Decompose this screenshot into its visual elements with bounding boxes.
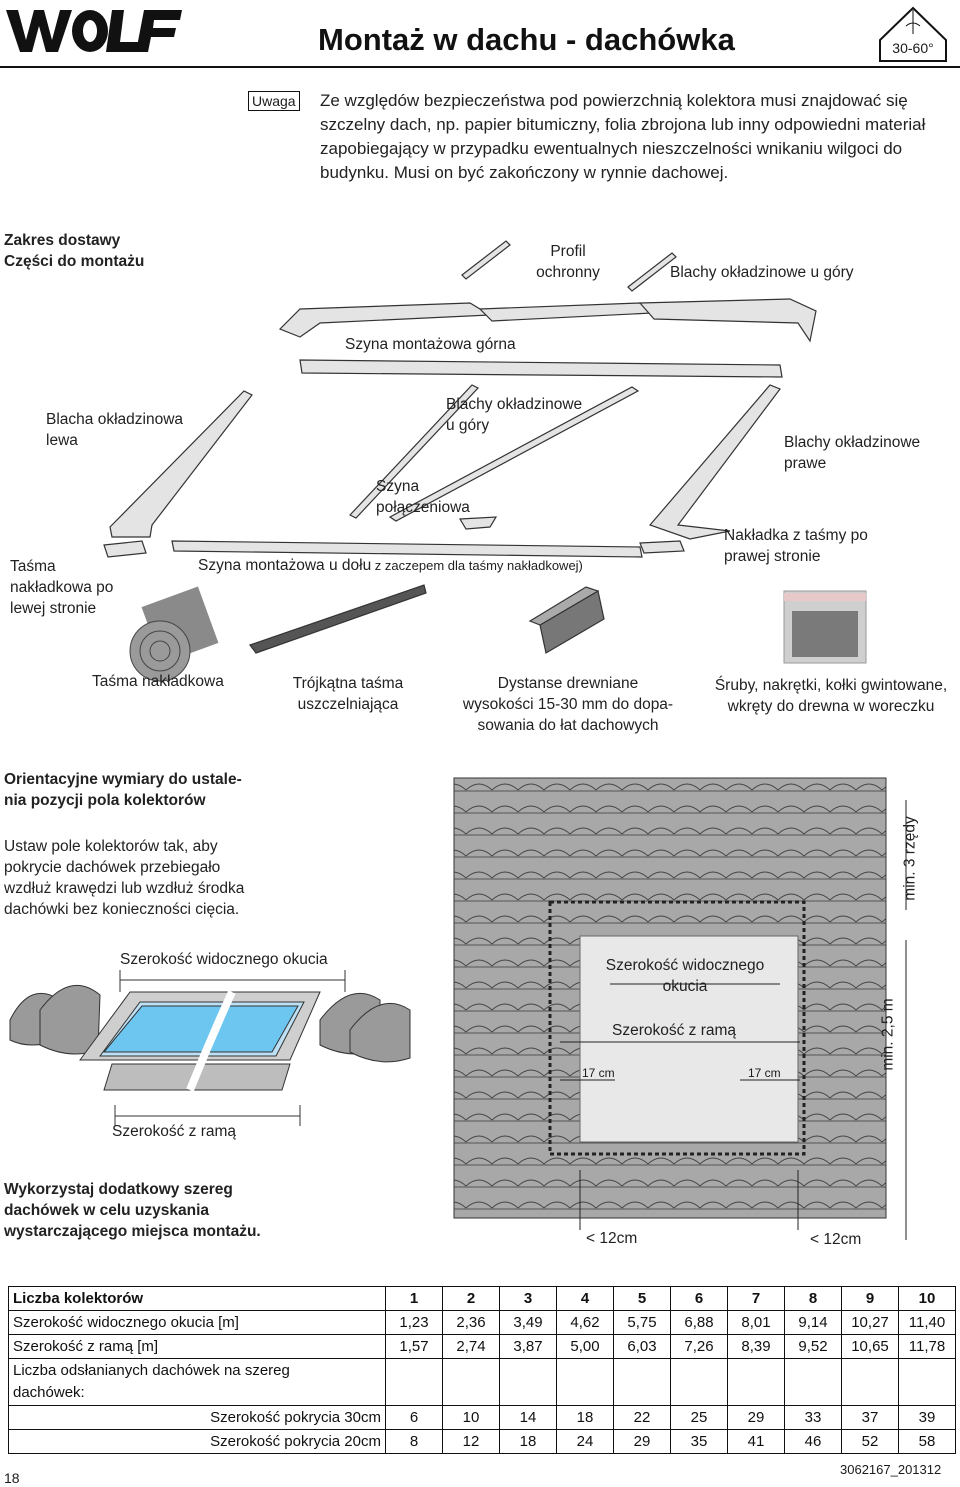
- connector-rail: [458, 516, 498, 530]
- delivery-parts-drawing: [103, 240, 867, 682]
- right-tape-piece: [639, 540, 685, 554]
- label-right-tape: Nakładka z taśmy po prawej stronie: [724, 527, 868, 565]
- triangular-sealing-tape: [249, 584, 427, 654]
- label-min-2-5m: min. 2,5 m: [879, 998, 897, 1071]
- protective-profile-left: [461, 240, 511, 280]
- wolf-logo: [6, 10, 182, 52]
- top-mounting-rail: [299, 359, 783, 378]
- label-top-rail: Szyna montażowa górna: [345, 336, 516, 353]
- table-row: Szerokość pokrycia 20cm 8 12 18 24 29 35…: [8, 1429, 956, 1454]
- collector-perspective-drawing: [9, 970, 411, 1126]
- label-17cm-left: 17 cm: [582, 1066, 615, 1080]
- top-flashing-mid: [478, 302, 654, 322]
- table-head-label: Liczba kolektorów: [8, 1286, 386, 1311]
- right-side-flashing: [648, 384, 781, 540]
- table-row: Liczba odsłanianych dachówek na szereg d…: [8, 1358, 956, 1406]
- label-roof-visible-width: Szerokość widocznego okucia: [605, 957, 765, 995]
- page-number: 18: [4, 1470, 20, 1486]
- screws-bag-icon: [783, 590, 867, 664]
- mid-sheet-a: [349, 384, 479, 519]
- left-tape-piece: [103, 540, 147, 558]
- warning-text: Ze względów bezpieczeństwa pod powierzch…: [320, 91, 926, 182]
- label-screws: Śruby, nakrętki, kołki gwintowane, wkręt…: [714, 677, 948, 715]
- label-top-flashing: Blachy okładzinowe u góry: [670, 264, 854, 281]
- label-wooden-spacers: Dystanse drewniane wysokości 15-30 mm do…: [462, 675, 674, 734]
- label-min-3-rows: min. 3 rzędy: [901, 816, 919, 901]
- dimensions-heading: Orientacyjne wymiary do ustale- nia pozy…: [4, 771, 242, 809]
- roof-layout-drawing: [453, 777, 907, 1240]
- label-connector-rail: Szyna połączeniowa: [376, 478, 470, 516]
- label-left-flashing: Blacha okładzinowa lewa: [46, 411, 184, 449]
- protective-profile-right: [627, 252, 677, 292]
- label-left-tape: Taśma nakładkowa po lewej stronie: [10, 558, 114, 617]
- label-protective-profile: Profil ochronny: [536, 243, 600, 281]
- document-number: 3062167_201312: [840, 1462, 942, 1477]
- mid-sheet-b: [388, 386, 640, 522]
- label-triangular-tape: Trójkątna taśma uszczelniająca: [292, 675, 404, 713]
- collector-width-table: Liczba kolektorów 1 2 3 4 5 6 7 8 9 10 S…: [8, 1286, 956, 1454]
- warning-tag: Uwaga: [248, 91, 300, 111]
- header-rule: [0, 66, 960, 68]
- angle-badge: 30-60°: [892, 40, 934, 56]
- table-row: Szerokość z ramą [m] 1,57 2,74 3,87 5,00…: [8, 1334, 956, 1359]
- label-bottom-rail: Szyna montażowa u dołu z zaczepem dla ta…: [198, 557, 583, 574]
- label-lt12-right: < 12cm: [810, 1231, 862, 1248]
- extra-row-note: Wykorzystaj dodatkowy szereg dachówek w …: [4, 1181, 261, 1240]
- label-lt12-left: < 12cm: [586, 1230, 638, 1247]
- label-frame-width: Szerokość z ramą: [112, 1123, 237, 1140]
- label-roof-frame-width: Szerokość z ramą: [612, 1022, 737, 1039]
- top-flashing-left: [278, 302, 493, 338]
- tape-roll-icon: [129, 586, 219, 682]
- label-visible-width: Szerokość widocznego okucia: [120, 951, 328, 968]
- table-row: Szerokość pokrycia 30cm 6 10 14 18 22 25…: [8, 1405, 956, 1430]
- label-tape-roll: Taśma nakładkowa: [92, 673, 224, 690]
- label-17cm-right: 17 cm: [748, 1066, 781, 1080]
- bottom-mounting-rail: [171, 540, 643, 558]
- label-right-flashing: Blachy okładzinowe prawe: [784, 434, 921, 472]
- label-mid-flashing: Blachy okładzinowe u góry: [446, 396, 583, 434]
- dimensions-text: Ustaw pole kolektorów tak, aby pokrycie …: [4, 838, 245, 918]
- roof-angle-icon: [879, 6, 947, 62]
- delivery-heading: Zakres dostawy Części do montażu: [4, 232, 145, 270]
- table-row: Szerokość widocznego okucia [m] 1,23 2,3…: [8, 1310, 956, 1335]
- table-row: Liczba kolektorów 1 2 3 4 5 6 7 8 9 10: [8, 1286, 956, 1311]
- left-side-flashing: [109, 390, 253, 538]
- page-title: Montaż w dachu - dachówka: [318, 22, 735, 57]
- top-flashing-right: [638, 298, 817, 343]
